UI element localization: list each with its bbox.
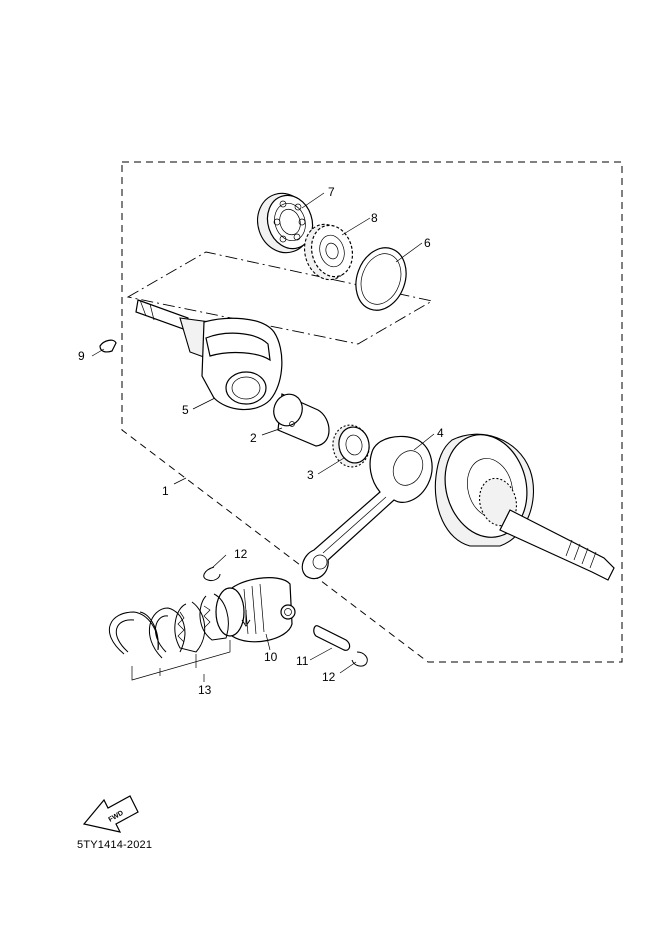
bearing-7	[257, 192, 314, 254]
bearing-group-boundary	[126, 251, 434, 345]
crankshaft-5	[135, 299, 283, 411]
callout-labels: 1 2 3 4 5 6 7 8 9 10 11 12 12 13	[78, 185, 444, 697]
callout-4: 4	[437, 426, 444, 440]
callout-7: 7	[328, 185, 335, 199]
circlip-12-top	[203, 566, 221, 581]
needle-bearing-3	[332, 424, 370, 468]
piston-10	[215, 577, 296, 643]
crankshaft-assembly-boundary	[121, 161, 623, 663]
callout-12-bottom: 12	[322, 670, 336, 684]
callout-6: 6	[424, 236, 431, 250]
callout-13: 13	[198, 683, 212, 697]
crankshaft-right-half	[434, 433, 615, 581]
callout-10: 10	[264, 650, 278, 664]
callout-12-top: 12	[234, 547, 248, 561]
callout-5: 5	[182, 403, 189, 417]
circlip-12-bottom	[351, 651, 368, 667]
crank-pin-2	[273, 393, 330, 447]
callout-8: 8	[371, 211, 378, 225]
piston-rings-13	[108, 593, 229, 659]
catalog-code: 5TY1414-2021	[77, 839, 152, 851]
gear-8	[303, 223, 354, 281]
callout-9: 9	[78, 349, 85, 363]
callout-3: 3	[307, 468, 314, 482]
connecting-rod-4	[301, 435, 433, 580]
callout-1: 1	[162, 484, 169, 498]
ring-6	[355, 247, 407, 311]
piston-pin-11	[313, 625, 351, 651]
leader-lines	[91, 192, 435, 682]
fwd-arrow-icon: FWD	[82, 795, 139, 833]
callout-11: 11	[296, 654, 309, 668]
callout-2: 2	[250, 431, 257, 445]
